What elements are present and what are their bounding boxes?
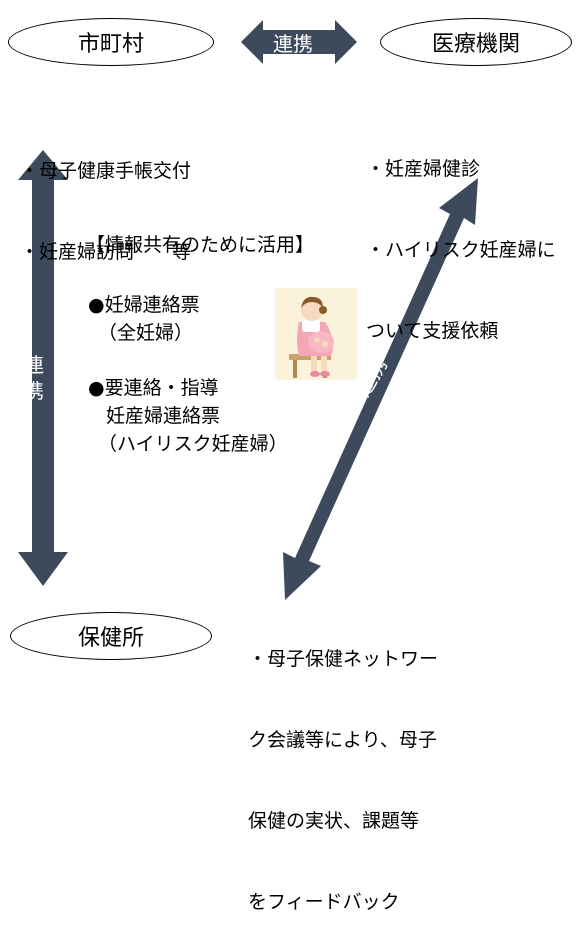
- health-center-task: ク会議等により、母子: [248, 729, 437, 751]
- health-center-task: をフィードバック: [248, 891, 400, 913]
- form-item-1-sub: （全妊婦）: [98, 322, 194, 344]
- top-link-arrow: [241, 20, 357, 64]
- pregnant-woman-icon: [275, 288, 357, 380]
- municipality-task: ・母子健康手帳交付: [20, 160, 192, 182]
- node-medical-institution: 医療機関: [380, 18, 572, 66]
- top-link-label: 連携: [273, 32, 313, 56]
- medical-tasks: ・妊産婦健診 ・ハイリスク妊産婦に ついて支援依頼: [366, 102, 556, 372]
- health-center-tasks: ・母子保健ネットワー ク会議等により、母子 保健の実状、課題等 をフィードバック: [248, 592, 438, 943]
- medical-task: ・ハイリスク妊産婦に: [366, 239, 556, 261]
- form-item-2-line2: 妊産婦連絡票: [106, 405, 221, 427]
- health-center-task: 保健の実状、課題等: [248, 810, 420, 832]
- municipality-task: ・妊産婦訪問 等: [20, 241, 192, 263]
- node-municipality: 市町村: [8, 18, 214, 66]
- node-health-center: 保健所: [10, 612, 212, 660]
- left-link-label: 連携: [24, 353, 44, 403]
- form-item-2-title: ●要連絡・指導: [88, 377, 219, 399]
- form-item-1-title: ●妊婦連絡票: [88, 294, 200, 316]
- form-item-2-sub: （ハイリスク妊産婦）: [98, 433, 288, 455]
- link-arrows: [18, 20, 478, 600]
- health-center-task: ・母子保健ネットワー: [248, 648, 439, 670]
- medical-label: 医療機関: [431, 32, 520, 57]
- municipality-tasks: ・母子健康手帳交付 ・妊産婦訪問 等: [20, 104, 191, 293]
- center-heading: 【情報共有のために活用】: [86, 234, 315, 256]
- medical-task: ついて支援依頼: [366, 320, 499, 342]
- health-center-label: 保健所: [77, 626, 144, 651]
- left-link-arrow: [18, 150, 68, 586]
- municipality-label: 市町村: [77, 32, 144, 57]
- medical-task: ・妊産婦健診: [366, 158, 481, 180]
- diagonal-link-arrow: [283, 178, 478, 600]
